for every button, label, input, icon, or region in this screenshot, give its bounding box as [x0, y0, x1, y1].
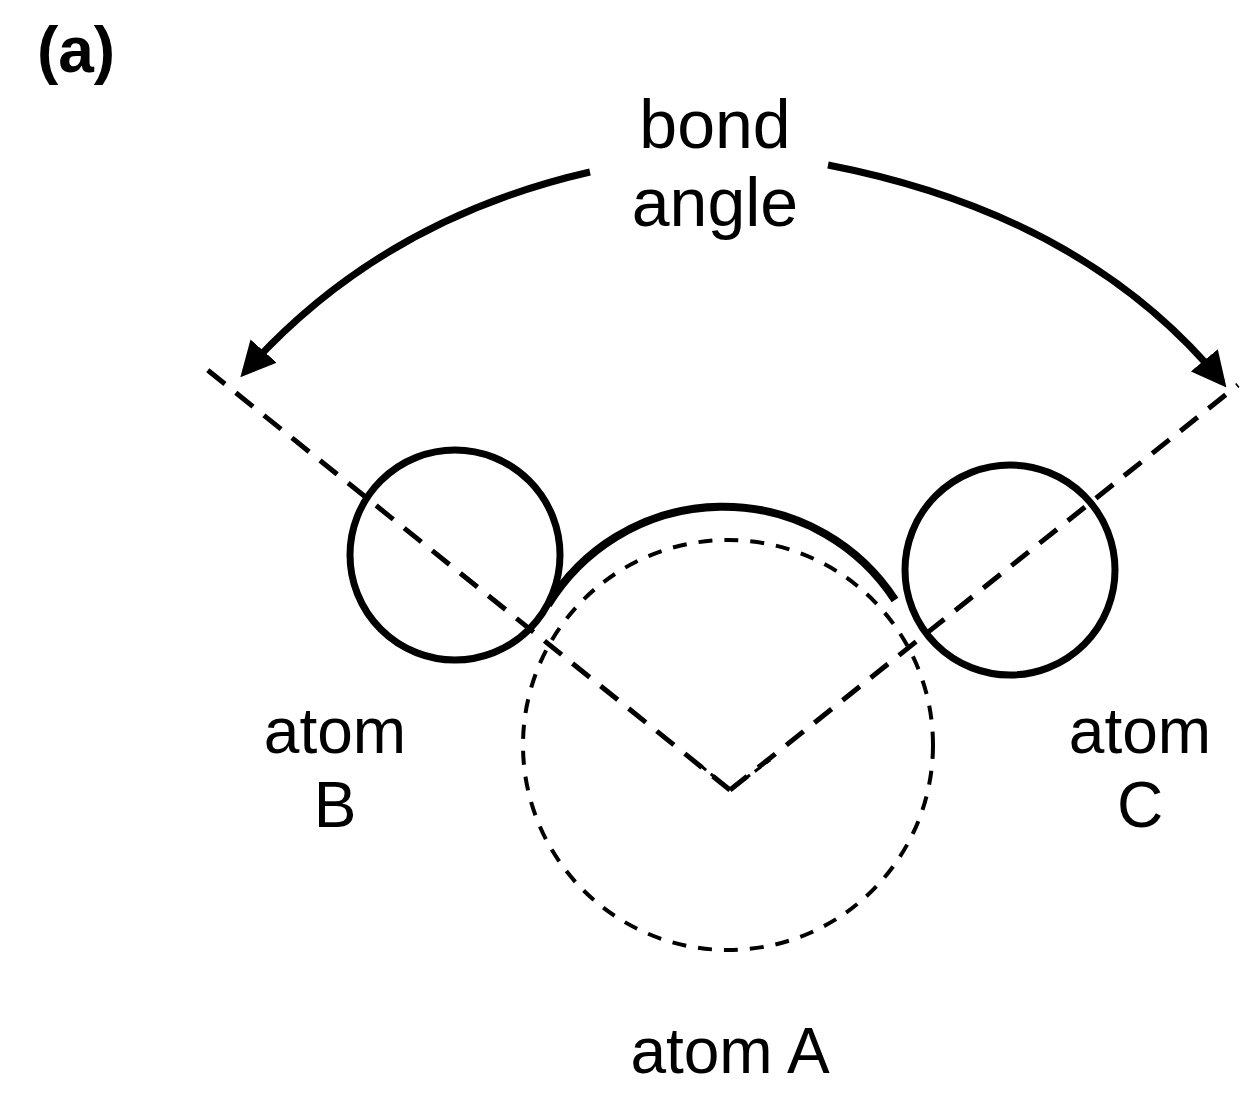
atom-a-arc	[548, 507, 895, 605]
atom-c-circle	[905, 465, 1115, 675]
angle-arrow	[828, 165, 1222, 382]
nucleus-mark	[700, 760, 770, 790]
angle-label: bond angle	[580, 85, 850, 241]
angle-arrow	[245, 172, 590, 372]
atom-label: atom A	[565, 1015, 895, 1089]
atom-label: atom B	[240, 695, 430, 842]
atom-a-outline	[523, 540, 933, 950]
atom-label: atom C	[1045, 695, 1235, 842]
panel-label: (a)	[6, 14, 146, 88]
